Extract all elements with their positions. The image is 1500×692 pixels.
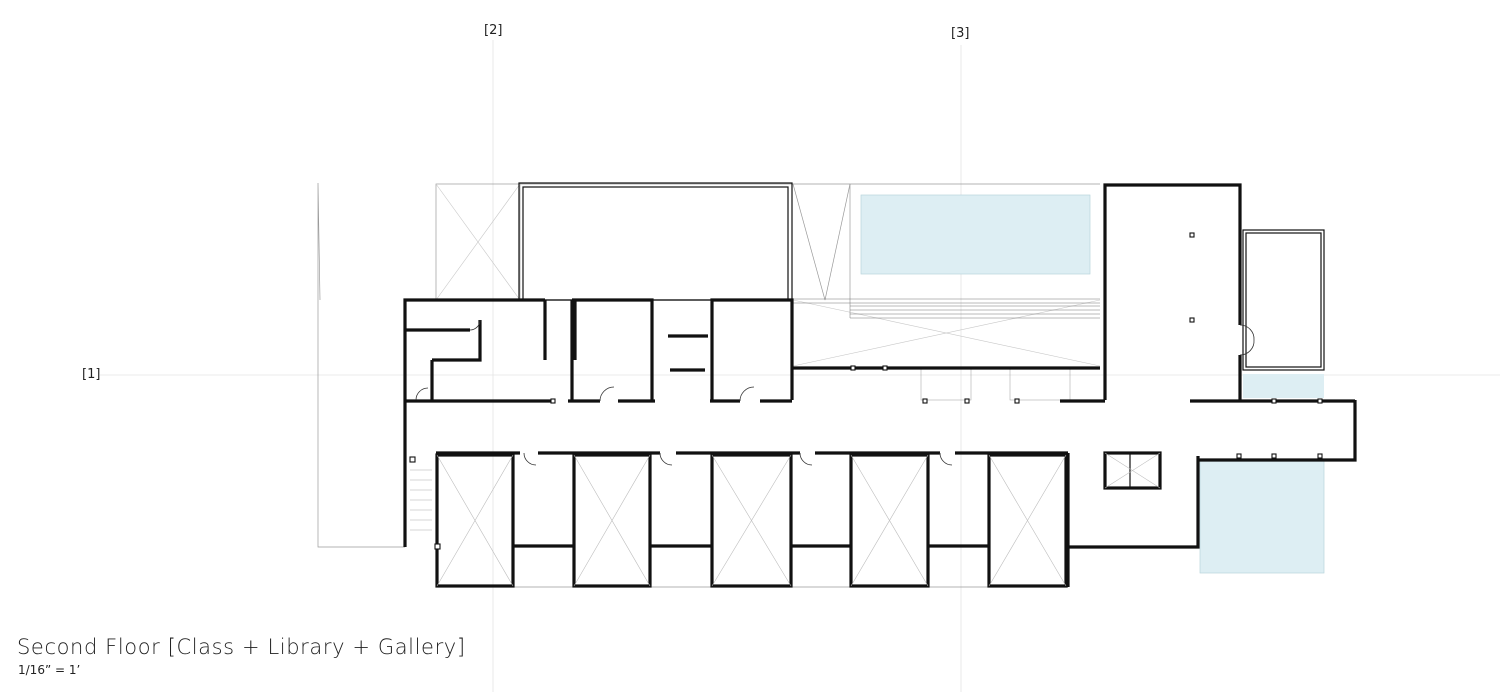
west-stair — [410, 469, 432, 531]
east-terrace-glazing — [1243, 374, 1324, 398]
southeast-glazing — [1199, 459, 1325, 574]
roof-pool — [860, 194, 1091, 275]
door-swings — [415, 319, 1255, 466]
section-marker-3: [3] — [951, 26, 970, 41]
north-roof-volume — [518, 182, 793, 301]
structural-columns — [409, 232, 1323, 550]
classroom-diagonals — [436, 452, 1161, 587]
main-walls — [403, 183, 1357, 588]
lobby-stair — [920, 367, 1071, 401]
stair-treads — [793, 298, 1100, 319]
section-marker-2: [2] — [484, 23, 503, 38]
glazing-areas — [860, 194, 1325, 574]
section-axis-lines — [100, 40, 1500, 692]
section-marker-1: [1] — [82, 367, 101, 382]
drawing-scale: 1/16” = 1’ — [18, 663, 81, 677]
drawing-title: Second Floor [Class + Library + Gallery] — [17, 635, 466, 659]
